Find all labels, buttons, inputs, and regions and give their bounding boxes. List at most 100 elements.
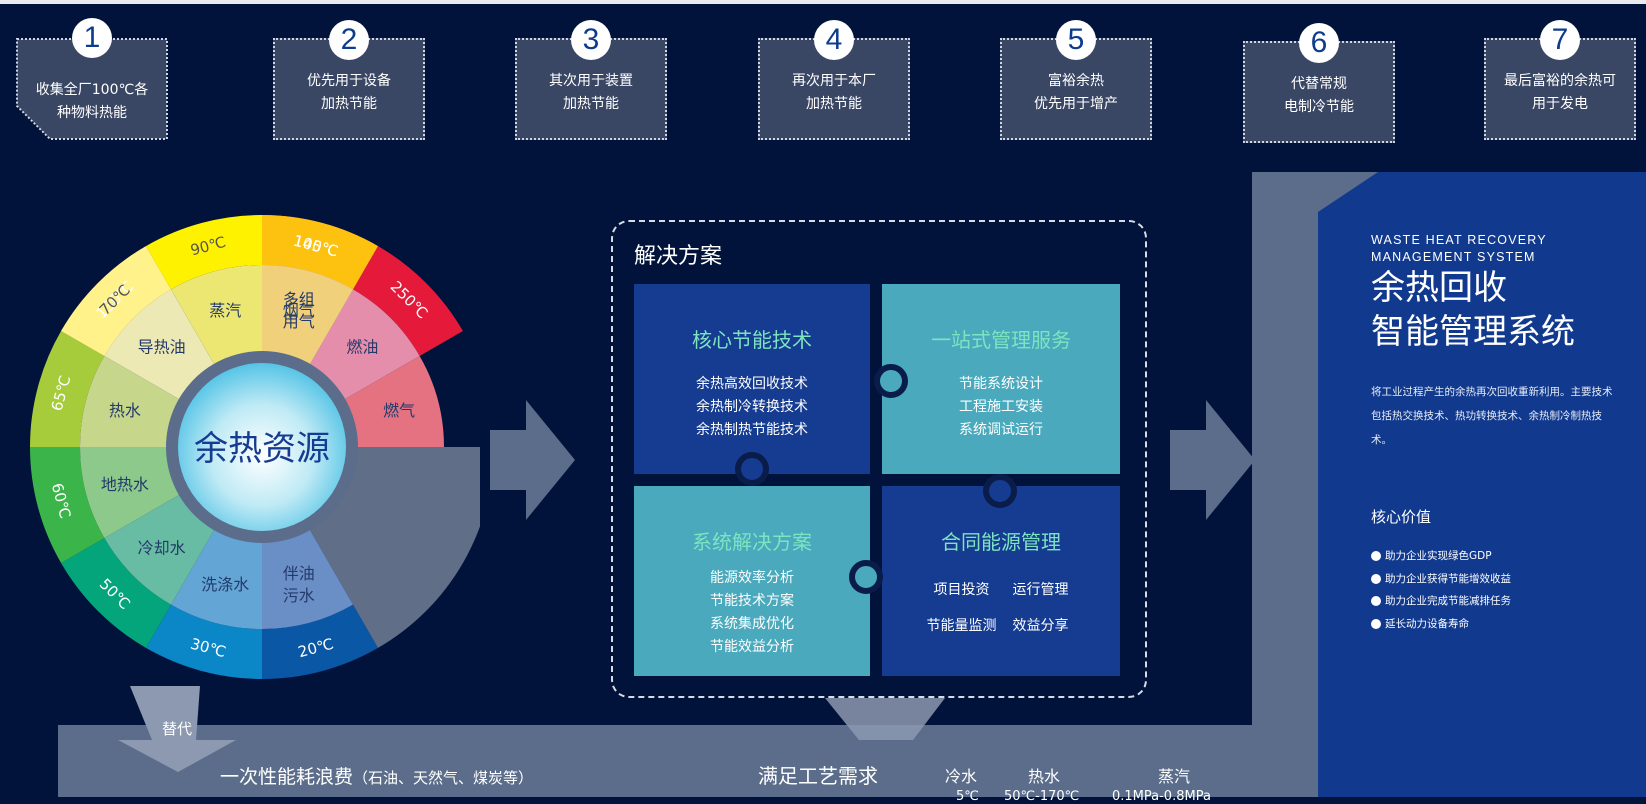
solution-frame — [611, 220, 1147, 698]
block-title: 合同能源管理 — [941, 530, 1061, 554]
wheel-source-label: 用气 — [283, 312, 315, 331]
step-text-line1: 富裕余热 — [1048, 73, 1104, 89]
step-text-line1: 其次用于装置 — [549, 73, 633, 89]
step-number: 4 — [814, 20, 854, 60]
wheel-inner-segment — [262, 265, 353, 366]
solution-title: 解决方案 — [634, 244, 723, 269]
block-item: 节能系统设计 — [959, 376, 1043, 392]
block-items: 余热高效回收技术 余热制冷转换技术 余热制热节能技术 — [634, 373, 870, 442]
wheel-outer-segment — [30, 447, 105, 563]
step-text-line2: 加热节能 — [563, 96, 619, 112]
cold-water-label: 冷水 — [945, 767, 978, 786]
block-item: 运行管理 — [1012, 582, 1069, 598]
wheel-inner-segment — [171, 528, 262, 629]
wheel-inner-segment — [309, 447, 480, 648]
block-item: 余热制冷转换技术 — [696, 399, 808, 415]
block-item: 效益分享 — [1012, 618, 1069, 634]
wheel-inner-segment — [171, 265, 262, 366]
step-number: 3 — [571, 20, 611, 60]
block-title: 系统解决方案 — [692, 530, 812, 554]
block-one-stop-service: 一站式管理服务 节能系统设计 工程施工安装 系统调试运行 — [882, 284, 1120, 474]
waste-label: 一次性能耗浪费（石油、天然气、煤炭等） — [220, 766, 534, 788]
wheel-source-label: 蒸汽 — [209, 301, 241, 320]
wheel-outer-segment — [353, 246, 463, 356]
block-item: 工程施工安装 — [959, 399, 1043, 415]
wheel-source-label: 热水 — [109, 401, 141, 420]
wheel-hub — [178, 363, 346, 531]
connector-dot — [735, 452, 769, 486]
wheel-inner-segment — [80, 356, 181, 447]
block-core-tech: 核心节能技术 余热高效回收技术 余热制冷转换技术 余热制热节能技术 — [634, 284, 870, 474]
step-text-line2: 用于发电 — [1532, 96, 1588, 112]
connector-dot — [983, 474, 1017, 508]
step-text-line1: 最后富裕的余热可 — [1504, 73, 1616, 89]
core-value-item: 助力企业获得节能增效收益 — [1371, 568, 1511, 591]
system-english-title: WASTE HEAT RECOVERY MANAGEMENT SYSTEM — [1371, 233, 1547, 264]
block-item: 节能技术方案 — [710, 593, 794, 609]
step-text-line2: 加热节能 — [806, 96, 862, 112]
right-panel — [1318, 172, 1646, 797]
wheel-source-label: 燃气 — [383, 401, 415, 420]
arrow-right-icon — [1170, 400, 1255, 520]
step-text-line1: 收集全厂100℃各 — [35, 82, 149, 98]
wheel-source-label: 地热水 — [101, 475, 149, 494]
step-3: 3 其次用于装置 加热节能 — [515, 20, 667, 140]
block-title: 核心节能技术 — [692, 328, 812, 352]
wheel-center-label: 余热资源 — [194, 429, 330, 469]
block-item: 余热高效回收技术 — [696, 376, 808, 392]
step-text-line1: 代替常规 — [1291, 76, 1347, 92]
wheel-inner-segment — [104, 494, 215, 605]
step-number: 6 — [1299, 23, 1339, 63]
core-value-title: 核心价值 — [1371, 508, 1432, 526]
step-text-line1: 再次用于本厂 — [792, 73, 876, 89]
wheel-outer-segment — [146, 604, 262, 679]
block-item: 系统集成优化 — [710, 616, 794, 632]
step-2: 2 优先用于设备 加热节能 — [273, 20, 425, 140]
hot-water-label: 热水 — [1028, 767, 1061, 786]
block-title: 一站式管理服务 — [931, 328, 1071, 352]
step-text-line1: 优先用于设备 — [307, 73, 391, 89]
core-value-item: 延长动力设备寿命 — [1371, 613, 1511, 636]
wheel-outer-segment — [262, 604, 378, 679]
wheel-outer-segment — [61, 246, 171, 356]
step-7: 7 最后富裕的余热可 用于发电 — [1484, 20, 1636, 140]
step-6: 6 代替常规 电制冷节能 — [1243, 23, 1395, 143]
system-description: 将工业过程产生的余热再次回收重新利用。主要技术包括热交换技术、热功转换技术、余热… — [1371, 386, 1613, 446]
step-text-line2: 种物料热能 — [57, 105, 127, 121]
wheel-source-label: 伴油 — [283, 564, 315, 583]
block-item: 节能效益分析 — [710, 639, 794, 655]
wheel-inner-segment — [262, 528, 353, 629]
step-number: 7 — [1540, 20, 1580, 60]
block-items: 能源效率分析 节能技术方案 系统集成优化 节能效益分析 — [634, 567, 870, 659]
step-1-frame — [16, 38, 168, 140]
wheel-outer-segment — [262, 215, 378, 290]
step-4: 4 再次用于本厂 加热节能 — [758, 20, 910, 140]
demand-label: 满足工艺需求 — [758, 764, 878, 788]
wheel-source-label: 烟气 — [283, 301, 315, 320]
core-value-item: 助力企业完成节能减排任务 — [1371, 590, 1511, 613]
wheel-inner-segment — [104, 289, 215, 400]
block-item: 余热制热节能技术 — [696, 422, 808, 438]
step-number: 2 — [329, 20, 369, 60]
wheel-outer-segment — [146, 215, 262, 290]
wheel-source-label: 洗涤水 — [201, 575, 249, 594]
block-energy-contract: 合同能源管理 项目投资 运行管理 节能量监测 效益分享 — [882, 486, 1120, 676]
arrow-down-icon — [118, 686, 236, 772]
step-text-line2: 电制冷节能 — [1284, 99, 1354, 115]
wheel-inner-segment — [80, 447, 181, 538]
wheel-source-label: 污水 — [283, 586, 315, 605]
step-text-line2: 优先用于增产 — [1034, 96, 1118, 112]
system-chinese-title: 余热回收 智能管理系统 — [1371, 268, 1575, 352]
wheel-outer-segment — [61, 538, 171, 648]
bottom-band — [58, 725, 1318, 797]
connector-dot — [849, 560, 883, 594]
block-items: 节能系统设计 工程施工安装 系统调试运行 — [882, 373, 1120, 442]
step-number: 1 — [72, 18, 112, 58]
replace-label: 替代 — [162, 720, 193, 738]
block-item: 项目投资 — [933, 582, 990, 598]
step-number: 5 — [1056, 20, 1096, 60]
step-text-line2: 加热节能 — [321, 96, 377, 112]
wheel-source-label: 导热油 — [138, 338, 186, 357]
wheel-source-label: 燃油 — [346, 338, 378, 357]
